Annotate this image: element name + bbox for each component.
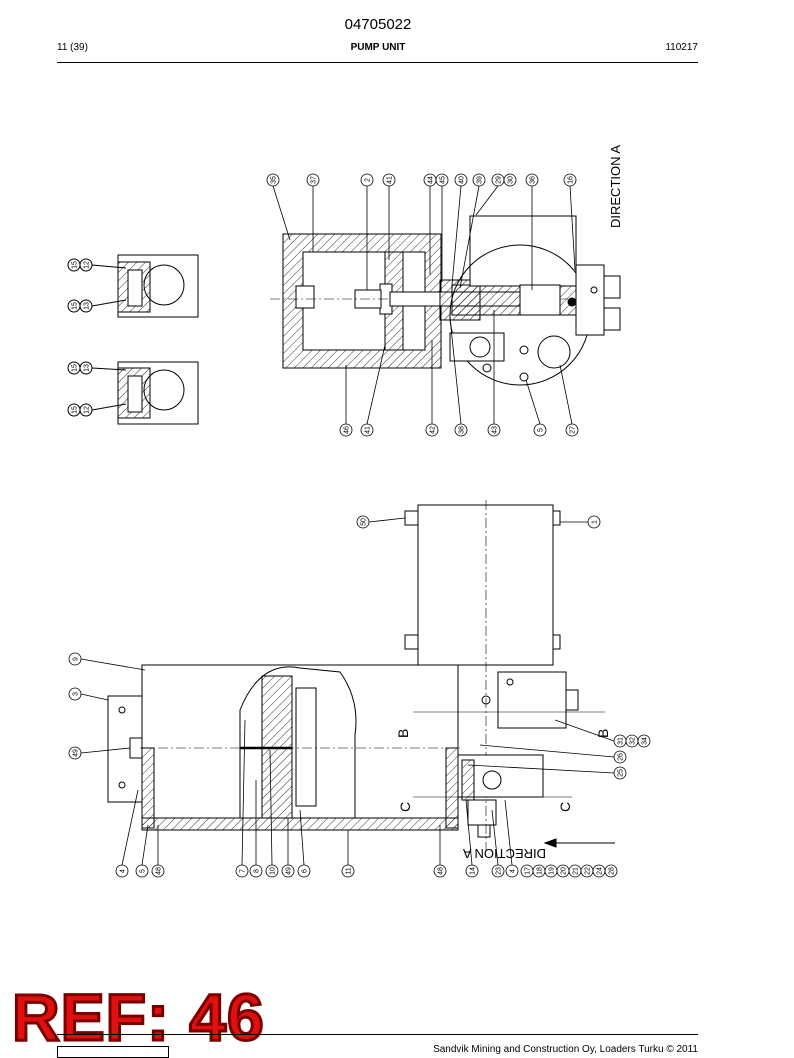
callout-number: 11 <box>346 867 353 874</box>
callout-number: 25 <box>618 769 625 777</box>
callout-number: 36 <box>530 176 537 184</box>
main-view <box>107 500 605 850</box>
callout-number: 20 <box>561 867 568 875</box>
callout-number: 16 <box>568 176 575 184</box>
page-title: PUMP UNIT <box>350 42 406 53</box>
section-b-right: B <box>595 729 611 738</box>
callout-number: 48 <box>156 867 163 875</box>
callout-number: 30 <box>508 176 515 184</box>
callout-number: 23 <box>496 867 503 875</box>
footer-logo <box>57 1046 169 1058</box>
side-detail-upper <box>67 254 199 318</box>
callout-number: 27 <box>570 426 577 434</box>
direction-arrow <box>543 838 615 848</box>
callout-number: 45 <box>440 176 447 184</box>
top-bottom-callouts <box>339 310 579 437</box>
top-callouts <box>266 173 577 290</box>
callout-number: 28 <box>609 867 616 875</box>
callout-number: 10 <box>270 867 277 875</box>
callout-number: 38 <box>459 426 466 434</box>
callout-number: 7 <box>240 869 247 873</box>
side-detail-lower <box>67 361 199 425</box>
callout-number: 9 <box>73 657 80 661</box>
section-b-left: B <box>395 729 411 738</box>
callout-number: 49 <box>286 867 293 875</box>
callout-number: 15 <box>72 302 79 310</box>
callout-number: 17 <box>525 867 532 875</box>
main-callouts <box>68 515 651 878</box>
callout-number: 4 <box>510 869 517 873</box>
callout-number: 39 <box>477 176 484 184</box>
section-c-left: C <box>397 802 413 812</box>
section-markers: B B C C <box>395 729 611 812</box>
callout-number: 13 <box>84 302 91 310</box>
callout-number: 19 <box>549 867 556 875</box>
callout-number: 41 <box>387 176 394 184</box>
callout-number: 3 <box>73 692 80 696</box>
callout-number: 15 <box>72 406 79 414</box>
callout-number: 34 <box>642 737 649 745</box>
callout-number: 4 <box>120 869 127 873</box>
callout-number: 40 <box>459 176 466 184</box>
footer-copyright: Sandvik Mining and Construction Oy, Load… <box>433 1044 698 1055</box>
section-c-right: C <box>557 802 573 812</box>
callout-number: 29 <box>496 176 503 184</box>
callout-number: 2 <box>365 178 372 182</box>
callout-number: 12 <box>84 261 91 269</box>
callout-number: 43 <box>492 426 499 434</box>
callout-number: 13 <box>84 364 91 372</box>
page-number: 11 (39) <box>57 42 88 53</box>
callout-number: 46 <box>344 426 351 434</box>
callout-number: 1 <box>592 520 599 524</box>
header-rule <box>57 62 698 63</box>
callout-number: 15 <box>72 364 79 372</box>
callout-number: 41 <box>365 426 372 434</box>
top-section-view <box>270 215 621 386</box>
footer-rule <box>57 1034 698 1035</box>
callout-number: 12 <box>84 406 91 414</box>
callout-number: 5 <box>140 869 147 873</box>
callout-number: 6 <box>302 869 309 873</box>
callout-number: 21 <box>573 867 580 875</box>
callout-number: 15 <box>72 261 79 269</box>
reference-stamp: REF: 46 <box>11 980 266 1054</box>
callout-number: 44 <box>428 176 435 184</box>
callout-number: 42 <box>430 426 437 434</box>
callout-number: 48 <box>438 867 445 875</box>
callout-number: 5 <box>538 428 545 432</box>
callout-number: 50 <box>361 518 368 526</box>
doc-number: 04705022 <box>344 16 412 33</box>
callout-number: 22 <box>585 867 592 875</box>
direction-label-top: DIRECTION A <box>608 145 623 228</box>
direction-label-bottom: DIRECTION A <box>463 846 546 861</box>
callout-number: 37 <box>311 176 318 184</box>
callout-number: 26 <box>618 753 625 761</box>
callout-number: 49 <box>73 749 80 757</box>
callout-number: 18 <box>537 867 544 875</box>
callout-number: 31 <box>618 737 625 745</box>
callout-number: 35 <box>271 176 278 184</box>
callout-number: 14 <box>470 867 477 875</box>
doc-code: 110217 <box>665 42 698 53</box>
callout-number: 8 <box>254 869 261 873</box>
callout-number: 32 <box>630 737 637 745</box>
callout-number: 24 <box>597 867 604 875</box>
